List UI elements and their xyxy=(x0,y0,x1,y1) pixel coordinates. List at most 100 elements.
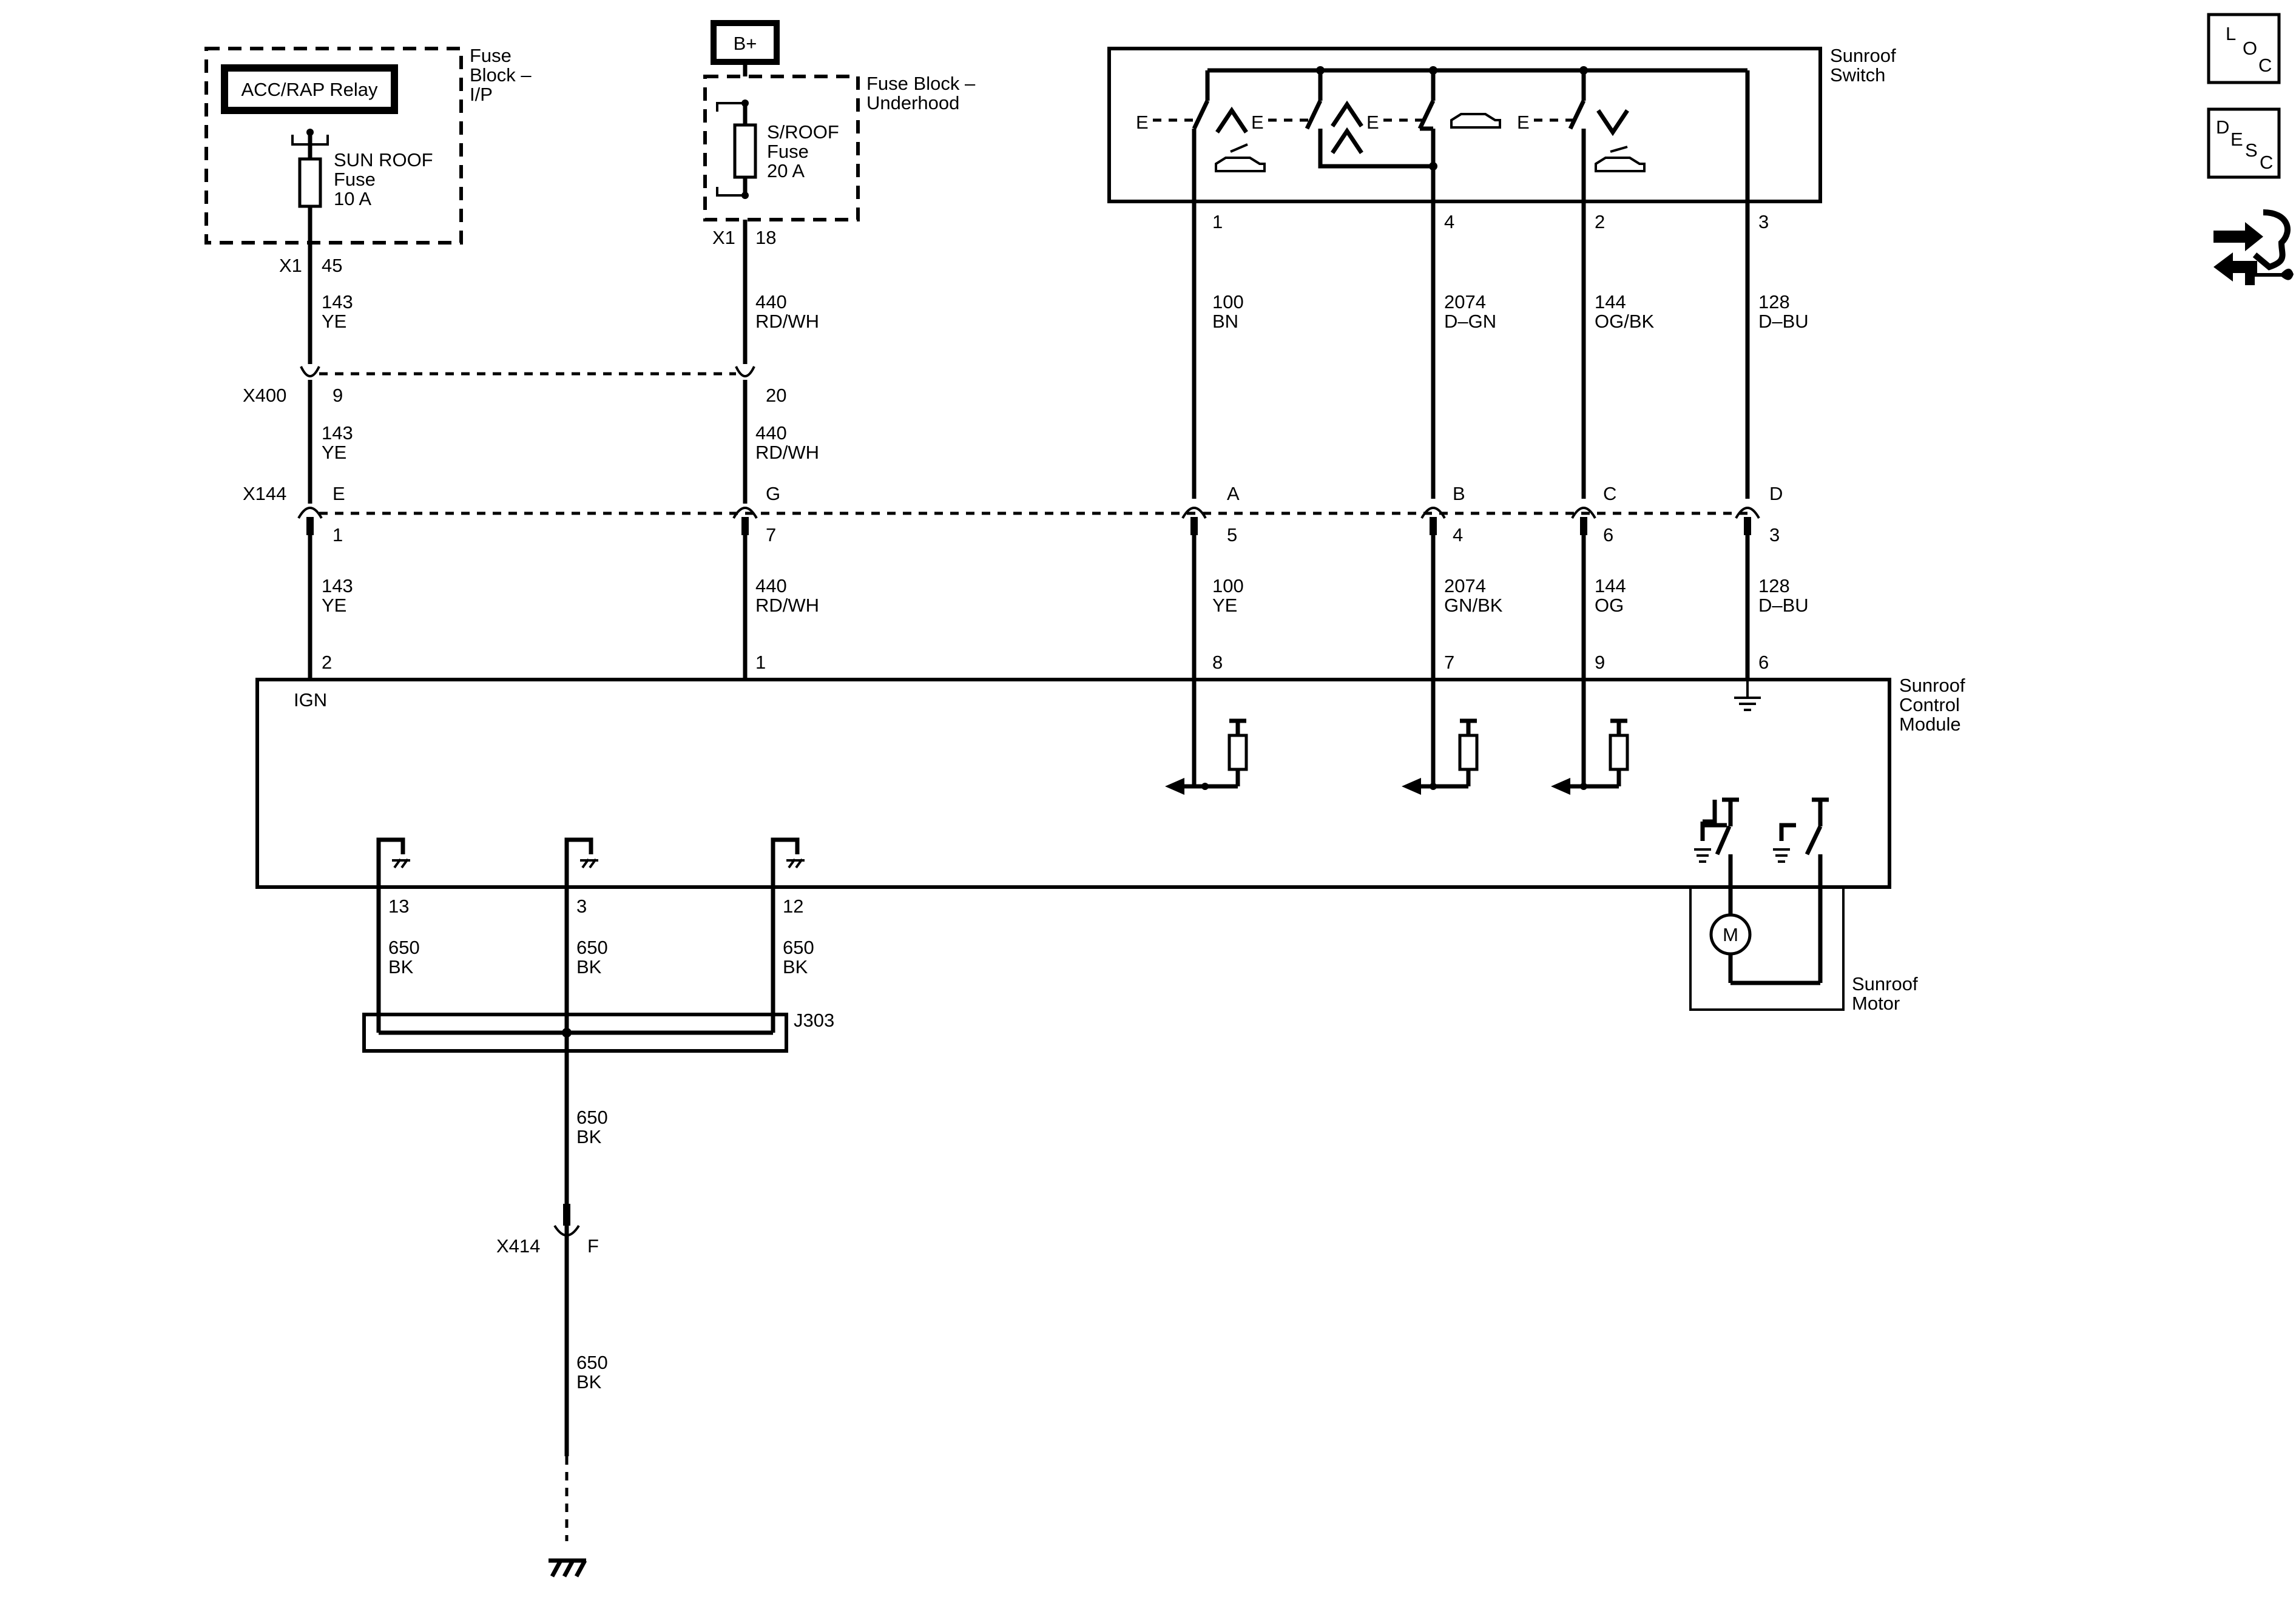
wire-label: RD/WH xyxy=(755,595,819,616)
acc-rap-relay: ACC/RAP Relay xyxy=(221,64,398,114)
fuse-block-ip-label-2: Block – xyxy=(470,64,532,86)
wire-label: 650 xyxy=(388,937,420,958)
acc-rap-relay-label: ACC/RAP Relay xyxy=(241,79,378,100)
wire-label: BK xyxy=(388,956,414,977)
x144-pin-4: 4 xyxy=(1453,524,1463,545)
wire-label: 128 xyxy=(1758,575,1790,596)
module-pin-2: 2 xyxy=(322,652,332,673)
connector-x144: X144 E G A B C D 1 7 5 4 6 3 xyxy=(243,483,1783,545)
svg-text:E: E xyxy=(1251,112,1264,133)
x1-right-pin: 18 xyxy=(755,227,776,248)
fuse-block-ip-label-3: I/P xyxy=(470,84,493,105)
x144-pin-5: 5 xyxy=(1227,524,1237,545)
battery-positive-label: B+ xyxy=(734,33,757,54)
fuse-block-underhood: Fuse Block – Underhood S/ROOF Fuse 20 A xyxy=(703,62,976,221)
wire-label: OG/BK xyxy=(1595,311,1655,332)
wire-label: 143 xyxy=(322,422,353,444)
chassis-ground-main-icon xyxy=(549,1558,587,1578)
fuse-block-underhood-label-2: Underhood xyxy=(866,92,959,113)
wire-label: YE xyxy=(322,442,346,463)
wire-label: D–BU xyxy=(1758,311,1809,332)
connector-x414: X414 F xyxy=(496,1204,599,1257)
tilt-up-icon xyxy=(1215,106,1248,133)
wire-label: BK xyxy=(576,1126,602,1147)
wire-label: D–BU xyxy=(1758,595,1809,616)
module-pin-13: 13 xyxy=(388,896,409,917)
loc-letter-c: C xyxy=(2258,55,2272,76)
x144-pin-a: A xyxy=(1227,483,1240,504)
switch-actuator-icons: E E E E xyxy=(1136,112,1576,133)
diagnostic-tool-icon[interactable] xyxy=(2213,209,2294,285)
sunroof-motor-label-1: Sunroof xyxy=(1852,973,1918,994)
desc-letter-c: C xyxy=(2260,152,2273,173)
svg-text:E: E xyxy=(1366,112,1379,133)
wire-label: 143 xyxy=(322,575,353,596)
splice-j303: J303 xyxy=(362,1010,834,1053)
wire-label: 100 xyxy=(1212,291,1244,312)
x144-pin-c: C xyxy=(1603,483,1616,504)
location-button[interactable]: L O C xyxy=(2207,13,2281,84)
sunroof-switch: Sunroof Switch E E E E xyxy=(1107,45,1896,203)
module-pin-8: 8 xyxy=(1212,652,1223,673)
desc-letter-d: D xyxy=(2216,116,2229,138)
wire-label: 440 xyxy=(755,422,787,444)
wire-label: 128 xyxy=(1758,291,1790,312)
wire-label: 144 xyxy=(1595,575,1626,596)
wire-label: YE xyxy=(1212,595,1237,616)
module-label-1: Sunroof xyxy=(1899,675,1965,696)
wire-label: RD/WH xyxy=(755,442,819,463)
wire-labels-row1: 143 YE 440 RD/WH 100 BN 2074 D–GN 144 OG… xyxy=(322,291,1809,332)
j303-label: J303 xyxy=(794,1010,834,1031)
input-circuit-1 xyxy=(1165,680,1248,795)
switch-pin-1: 1 xyxy=(1212,211,1223,232)
wire-label: BN xyxy=(1212,311,1238,332)
svg-text:E: E xyxy=(1517,112,1530,133)
wire-label: YE xyxy=(322,311,346,332)
wire-labels-ground: 650 BK 650 BK 650 BK xyxy=(388,937,814,977)
x400-pin-20: 20 xyxy=(766,385,786,406)
x144-pin-1: 1 xyxy=(333,524,343,545)
motor-relay-1 xyxy=(1694,797,1739,863)
module-label-2: Control xyxy=(1899,694,1960,715)
x144-pin-6: 6 xyxy=(1603,524,1613,545)
module-label-3: Module xyxy=(1899,714,1961,735)
module-pin-7: 7 xyxy=(1444,652,1454,673)
x144-pin-d: D xyxy=(1769,483,1783,504)
switch-pin-2: 2 xyxy=(1595,211,1605,232)
module-pin-9: 9 xyxy=(1595,652,1605,673)
wire-label: D–GN xyxy=(1444,311,1496,332)
sunroof-fuse-label-3: 10 A xyxy=(334,188,371,209)
connector-x400: X400 9 20 xyxy=(243,366,786,504)
wire-label: BK xyxy=(576,956,602,977)
sunroof-switch-label-2: Switch xyxy=(1830,64,1885,86)
wire-label: GN/BK xyxy=(1444,595,1503,616)
sunroof-switch-label-1: Sunroof xyxy=(1830,45,1896,66)
x144-pin-e: E xyxy=(333,483,345,504)
fuse-block-ip: Fuse Block – I/P ACC/RAP Relay SUN ROOF … xyxy=(204,45,532,245)
wire-label: YE xyxy=(322,595,346,616)
motor-relay-2 xyxy=(1773,797,1829,863)
ground-icon xyxy=(1734,680,1761,711)
wire-label: 650 xyxy=(576,937,608,958)
x414-label: X414 xyxy=(496,1235,540,1257)
wire-label: 440 xyxy=(755,575,787,596)
wire-label: OG xyxy=(1595,595,1624,616)
wire-label: 650 xyxy=(783,937,814,958)
switch-pin-3: 3 xyxy=(1758,211,1769,232)
fuse-block-ip-label-1: Fuse xyxy=(470,45,512,66)
svg-text:E: E xyxy=(1136,112,1149,133)
fuse-block-underhood-label-1: Fuse Block – xyxy=(866,73,976,94)
description-button[interactable]: D E S C xyxy=(2207,107,2281,179)
battery-positive: B+ xyxy=(711,20,780,65)
sunroof-fuse-10a: SUN ROOF Fuse 10 A xyxy=(298,149,433,209)
sunroof-motor-label-2: Motor xyxy=(1852,993,1900,1014)
sroof-fuse-label-2: Fuse xyxy=(767,141,809,162)
wire-label: 100 xyxy=(1212,575,1244,596)
wire-label: RD/WH xyxy=(755,311,819,332)
x1-left-pin: 45 xyxy=(322,255,342,276)
x144-pin-7: 7 xyxy=(766,524,776,545)
switch-pin-4: 4 xyxy=(1444,211,1454,232)
vehicle-close-icon xyxy=(1595,146,1646,172)
chassis-ground-icon xyxy=(376,837,805,887)
